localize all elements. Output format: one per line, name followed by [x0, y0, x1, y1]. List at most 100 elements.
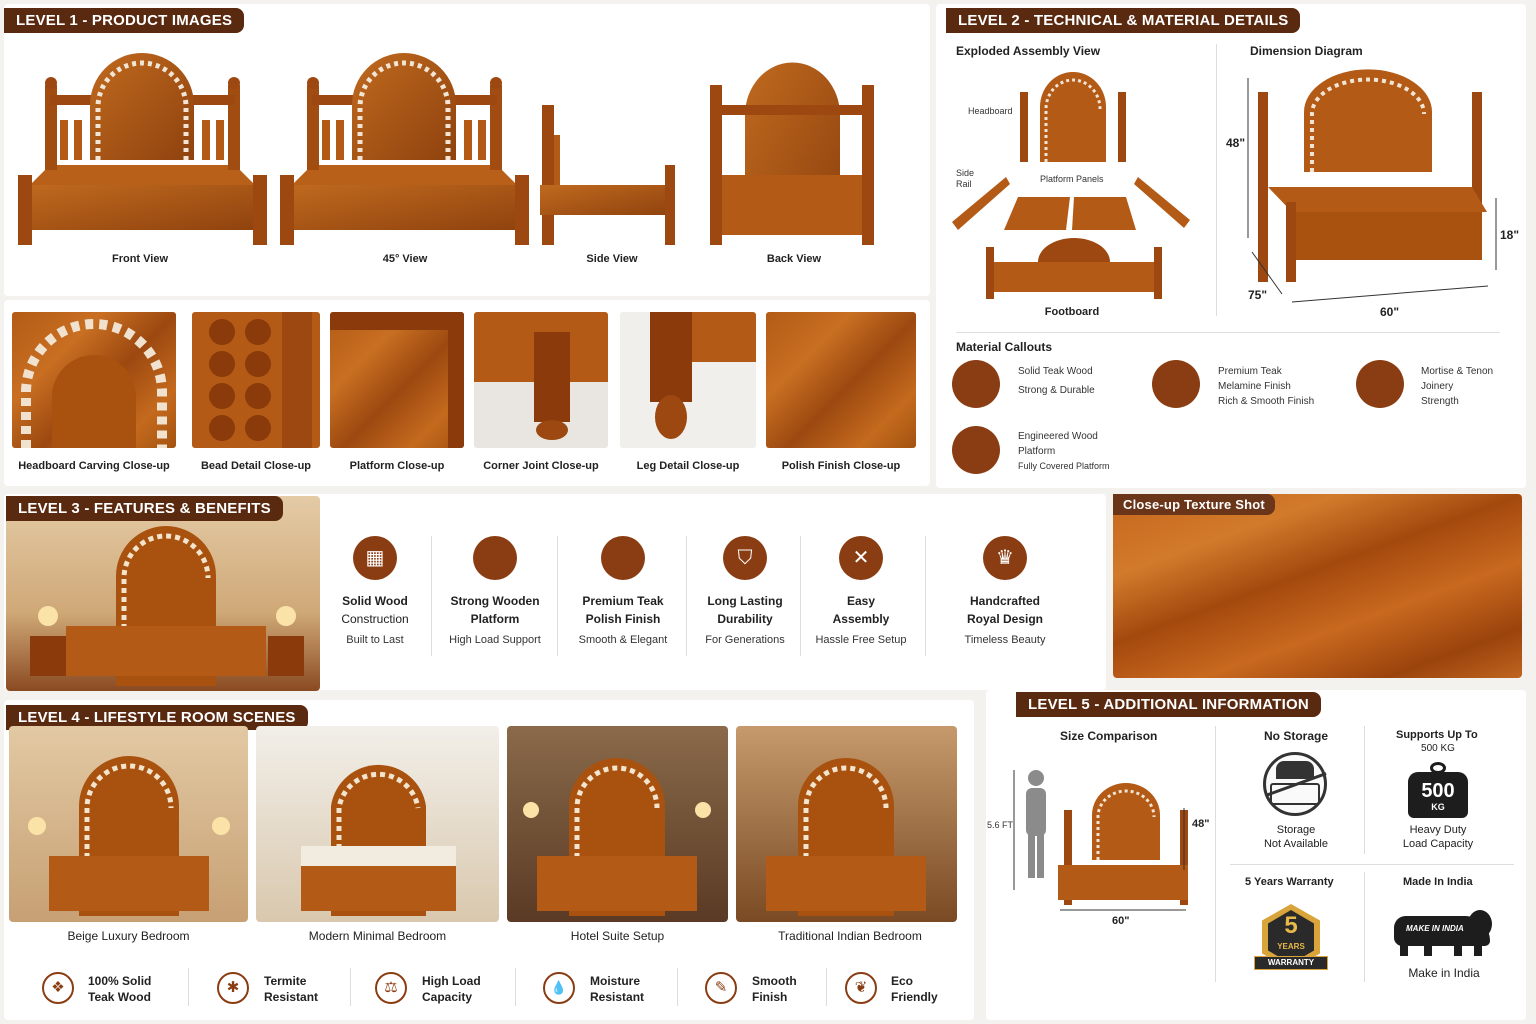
moisture-badge-icon: 💧: [543, 972, 575, 1004]
storage-line1: Storage: [1276, 824, 1316, 836]
support-sub: 500 KG: [1421, 743, 1455, 754]
smooth-finish-badge-icon: ✎: [705, 972, 737, 1004]
dimension-diagram-title: Dimension Diagram: [1250, 44, 1363, 58]
person-height-label: 5.6 FT: [987, 820, 1014, 830]
back-view-image: [710, 62, 874, 245]
length-dimension: 75": [1248, 288, 1268, 302]
bead-closeup-image: [192, 312, 320, 448]
leg-detail-closeup-image: [620, 312, 756, 448]
headboard-closeup-image: [12, 312, 176, 448]
dimension-diagram: [1247, 69, 1497, 303]
weight-number: 500: [1421, 780, 1455, 802]
feature-strong-platform: Strong Wooden Platform High Load Support: [440, 536, 550, 646]
side-view-image: [540, 105, 675, 245]
tools-icon: ✕: [839, 536, 883, 580]
storage-line2: Not Available: [1263, 838, 1328, 850]
support-title: Supports Up To: [1396, 729, 1478, 741]
angle-view-image: [280, 53, 529, 245]
material-4-line1: Engineered Wood: [1018, 431, 1098, 442]
front-view-image: [18, 53, 267, 245]
back-view-caption: Back View: [766, 253, 822, 265]
platform-panels-label: Platform Panels: [1040, 174, 1104, 184]
room-beige-caption: Beige Luxury Bedroom: [67, 929, 190, 943]
leg-detail-closeup-caption: Leg Detail Close-up: [636, 460, 740, 472]
room-traditional-image: [736, 726, 957, 922]
material-2-line3: Rich & Smooth Finish: [1218, 396, 1315, 407]
material-2-line1: Premium Teak: [1218, 366, 1282, 377]
no-storage-icon: [1263, 752, 1327, 816]
side-view-caption: Side View: [586, 253, 638, 265]
texture-shot-image: [1113, 494, 1522, 678]
texture-shot-label: Close-up Texture Shot: [1113, 494, 1275, 515]
platform-closeup-caption: Platform Close-up: [349, 460, 445, 472]
material-1-line2: Strong & Durable: [1018, 385, 1095, 396]
angle-view-caption: 45° View: [382, 253, 428, 265]
level1-title: LEVEL 1 - PRODUCT IMAGES: [4, 8, 245, 33]
feature-easy-assembly: ✕ Easy Assembly Hassle Free Setup: [806, 536, 916, 646]
level2-title: LEVEL 2 - TECHNICAL & MATERIAL DETAILS: [946, 8, 1301, 33]
exploded-diagram: [952, 72, 1190, 299]
warranty-badge-icon: 5 YEARS WARRANTY: [1254, 904, 1328, 978]
material-1-line1: Solid Teak Wood: [1018, 366, 1093, 377]
room-traditional-caption: Traditional Indian Bedroom: [778, 929, 922, 943]
weight-icon: 500 KG: [1408, 762, 1468, 818]
front-view-caption: Front View: [111, 253, 169, 265]
platform-icon: [473, 536, 517, 580]
footboard-label: Footboard: [1044, 306, 1100, 318]
made-in-india-title: Made In India: [1403, 876, 1473, 888]
size-comparison-title: Size Comparison: [1060, 729, 1158, 743]
termite-badge-icon: ✱: [217, 972, 249, 1004]
crown-icon: ♛: [983, 536, 1027, 580]
corner-joint-closeup-image: [474, 312, 608, 448]
material-4-line3: Fully Covered Platform: [1018, 461, 1110, 471]
mortise-joint-swatch-icon: [1356, 360, 1404, 408]
make-in-india-logo-text: MAKE IN INDIA: [1406, 924, 1464, 933]
side-rail-label: Side Rail: [956, 168, 975, 189]
polish-finish-closeup-caption: Polish Finish Close-up: [781, 460, 901, 472]
material-4-line2: Platform: [1018, 446, 1056, 457]
level5-title: LEVEL 5 - ADDITIONAL INFORMATION: [1016, 692, 1321, 717]
bead-closeup-caption: Bead Detail Close-up: [200, 460, 312, 472]
warranty-number: 5: [1284, 912, 1298, 939]
foot-height-dimension: 18": [1500, 228, 1520, 242]
bed-height-label: 48": [1192, 818, 1210, 830]
level3-hero-room-image: [6, 496, 320, 691]
warranty-title: 5 Years Warranty: [1245, 876, 1334, 888]
polish-icon: [601, 536, 645, 580]
bed-width-label: 60": [1112, 915, 1130, 927]
solid-teak-badge-icon: ❖: [42, 972, 74, 1004]
support-line1: Heavy Duty: [1409, 824, 1467, 836]
room-modern-image: [256, 726, 499, 922]
exploded-view-title: Exploded Assembly View: [956, 44, 1101, 58]
material-3-line1: Mortise & Tenon: [1421, 366, 1494, 377]
height-dimension: 48": [1226, 136, 1246, 150]
corner-joint-closeup-caption: Corner Joint Close-up: [483, 460, 599, 472]
headboard-closeup-caption: Headboard Carving Close-up: [18, 460, 170, 472]
made-in-india-caption: Make in India: [1408, 966, 1480, 980]
feature-solid-wood: ▦ Solid Wood Construction Built to Last: [325, 536, 425, 646]
room-beige-image: [9, 726, 248, 922]
warranty-years: YEARS: [1277, 942, 1305, 951]
warranty-ribbon: WARRANTY: [1254, 956, 1328, 970]
feature-handcrafted: ♛ Handcrafted Royal Design Timeless Beau…: [950, 536, 1060, 646]
engineered-wood-swatch-icon: [952, 426, 1000, 474]
material-2-line2: Melamine Finish: [1218, 381, 1291, 392]
storage-title: No Storage: [1264, 729, 1329, 743]
material-3-line3: Strength: [1421, 396, 1459, 407]
load-badge-icon: ⚖: [375, 972, 407, 1004]
headboard-label: Headboard: [968, 106, 1013, 116]
melamine-finish-swatch-icon: [1152, 360, 1200, 408]
make-in-india-lion-icon: MAKE IN INDIA: [1394, 908, 1494, 956]
width-dimension: 60": [1380, 305, 1400, 319]
room-modern-caption: Modern Minimal Bedroom: [308, 929, 447, 943]
weight-unit: KG: [1431, 802, 1445, 812]
person-silhouette-icon: [1026, 770, 1046, 878]
level3-title: LEVEL 3 - FEATURES & BENEFITS: [6, 496, 283, 521]
material-callouts-title: Material Callouts: [956, 340, 1053, 354]
feature-durability: ⛉ Long Lasting Durability For Generation…: [694, 536, 796, 646]
